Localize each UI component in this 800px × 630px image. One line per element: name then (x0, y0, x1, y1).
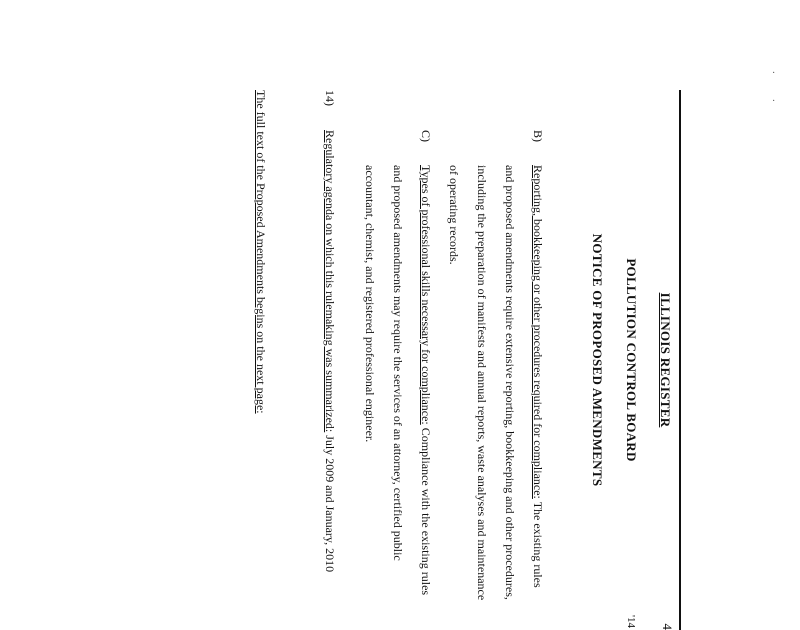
item-b-heading: Reporting, bookkeeping or other procedur… (531, 165, 545, 499)
agency-title: POLLUTION CONTROL BOARD (623, 90, 639, 630)
item-14-text: July 2009 and January, 2010 (323, 435, 337, 572)
page-number: 4 (659, 624, 675, 630)
notice-title: NOTICE OF PROPOSED AMENDMENTS (589, 90, 605, 630)
item-14-paragraph: Regulatory agenda on which this rulemaki… (316, 130, 344, 605)
footer-note: The full text of the Proposed Amendments… (247, 90, 275, 630)
item-14-heading: Regulatory agenda on which this rulemaki… (323, 130, 337, 432)
item-b-label: B) (530, 130, 545, 142)
register-title: ILLINOIS REGISTER (657, 90, 673, 630)
scan-mark: · (772, 96, 775, 107)
rotated-page: ILLINOIS REGISTER 4 '14 POLLUTION CONTRO… (65, 0, 605, 620)
header-rule (679, 90, 681, 630)
item-c-paragraph: Types of professional skills necessary f… (356, 165, 440, 605)
footer-text: The full text of the Proposed Amendments… (254, 90, 268, 414)
item-c-heading: Types of professional skills necessary f… (419, 165, 433, 425)
page-content: ILLINOIS REGISTER 4 '14 POLLUTION CONTRO… (65, 90, 685, 630)
item-c-label: C) (418, 130, 433, 142)
item-14-label: 14) (322, 90, 337, 106)
item-b-paragraph: Reporting, bookkeeping or other procedur… (440, 165, 552, 605)
scan-mark: · (772, 68, 775, 79)
